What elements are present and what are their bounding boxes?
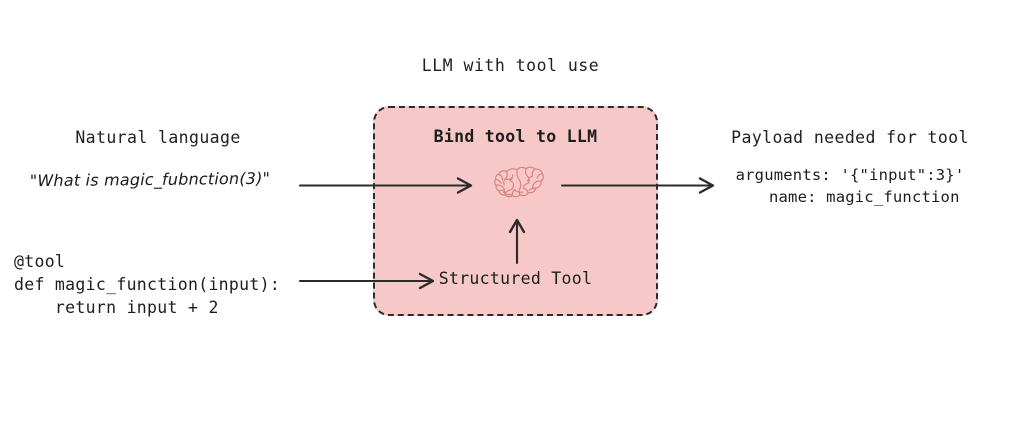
brain-icon (492, 163, 548, 207)
natural-language-heading: Natural language (75, 128, 241, 147)
tool-code-snippet: @tool def magic_function(input): return … (14, 252, 281, 317)
page-title: LLM with tool use (421, 56, 600, 75)
payload-heading: Payload needed for tool (731, 128, 969, 147)
structured-tool-label: Structured Tool (438, 269, 593, 288)
natural-language-query-text: "What is magic_fubnction(3)" (29, 168, 271, 191)
bind-tool-to-llm-label: Bind tool to LLM (433, 127, 598, 146)
payload-body-text: arguments: '{"input":3}' name: magic_fun… (735, 166, 965, 206)
